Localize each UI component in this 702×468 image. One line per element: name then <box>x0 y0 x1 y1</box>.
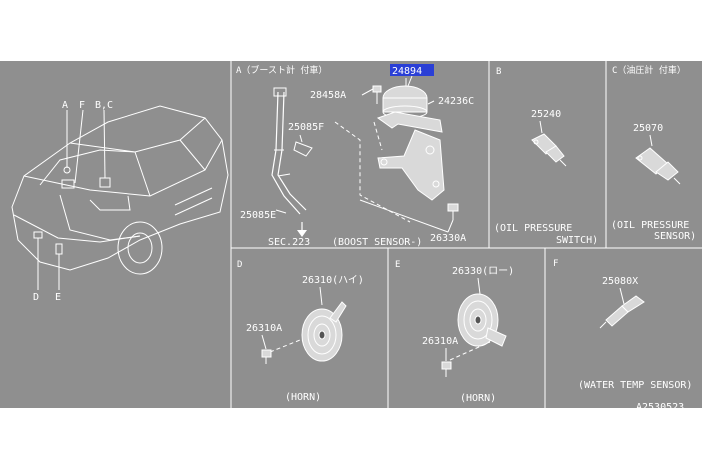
part-24236C-label[interactable]: 24236C <box>438 96 474 107</box>
part-25240-label[interactable]: 25240 <box>531 109 561 120</box>
boost-sensor-drawing <box>271 75 459 237</box>
part-26310-label[interactable]: 26310(ハイ) <box>302 275 364 286</box>
sec-223-ref[interactable]: SEC.223 <box>268 237 310 248</box>
section-a-caption: (BOOST SENSOR-) <box>332 237 422 248</box>
section-d-caption: (HORN) <box>285 392 321 403</box>
car-callout-lines <box>37 109 106 290</box>
diagram-id: A2530523 <box>636 402 684 413</box>
part-25085F-label[interactable]: 25085F <box>288 122 324 133</box>
car-illustration <box>11 105 229 275</box>
part-24894-highlight <box>390 64 434 76</box>
part-25080X-label[interactable]: 25080X <box>602 276 638 287</box>
part-28458A-label[interactable]: 28458A <box>310 90 346 101</box>
part-25085E-label[interactable]: 25085E <box>240 210 276 221</box>
section-dividers <box>230 61 702 408</box>
section-e-caption: (HORN) <box>460 393 496 404</box>
section-f-caption: (WATER TEMP SENSOR) <box>578 380 692 391</box>
part-26330-label[interactable]: 26330(ロー) <box>452 266 514 277</box>
section-c-header: C（油圧計 付車） <box>612 64 686 76</box>
section-d-header: D <box>237 260 242 270</box>
car-label-f: F <box>79 100 85 111</box>
oil-pressure-switch-drawing <box>531 120 567 167</box>
part-26310A-label[interactable]: 26310A <box>246 323 282 334</box>
part-24894-label[interactable]: 24894 <box>392 66 422 77</box>
section-b-caption-1: (OIL PRESSURE <box>494 223 572 234</box>
section-e-header: E <box>395 260 400 270</box>
oil-pressure-sensor-drawing <box>635 134 681 185</box>
section-b-caption-2: SWITCH) <box>556 235 598 246</box>
part-25070-label[interactable]: 25070 <box>633 123 663 134</box>
section-b-header: B <box>496 67 501 77</box>
section-f-header: F <box>553 259 558 269</box>
car-label-d: D <box>33 292 39 303</box>
horn-low-drawing <box>441 277 507 377</box>
section-c-caption-1: (OIL PRESSURE <box>611 220 689 231</box>
water-temp-sensor-drawing <box>599 287 645 329</box>
part-26330A-label[interactable]: 26330A <box>430 233 466 244</box>
section-c-caption-2: SENSOR) <box>654 231 696 242</box>
car-label-bc: B,C <box>95 100 113 111</box>
car-label-e: E <box>55 292 61 303</box>
section-a-header: A（ブースト計 付車） <box>236 64 327 76</box>
horn-high-drawing <box>261 286 347 364</box>
car-label-a: A <box>62 100 68 111</box>
part-26310A-e-label[interactable]: 26310A <box>422 336 458 347</box>
